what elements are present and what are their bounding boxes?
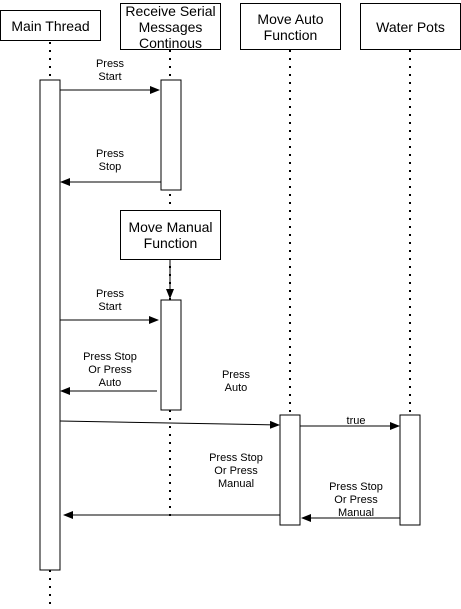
arrow-press-auto [59,420,280,429]
activation-water-pots [399,414,421,526]
participant-move-auto: Move Auto Function [240,3,341,50]
message-label-press-stop-or-manual-2: Press Stop Or Press Manual [329,481,383,519]
participant-water-pots: Water Pots [360,3,461,50]
note-move-manual-label: Move Manual Function [128,219,213,251]
message-label-press-stop-or-auto: Press Stop Or Press Auto [83,351,137,389]
message-label-press-stop-or-manual-1: Press Stop Or Press Manual [209,452,263,490]
participant-main-thread: Main Thread [0,10,101,41]
message-label-press-start-2: Press Start [95,288,125,313]
message-label-press-auto: Press Auto [221,369,251,394]
activation-receive-serial-1 [160,79,182,191]
participant-move-auto-label: Move Auto Function [257,10,324,43]
participant-receive-serial-label: Receive Serial Messages Continous [125,2,216,51]
participant-water-pots-label: Water Pots [376,18,445,35]
activation-receive-serial-2 [160,299,182,411]
activation-main-thread [39,79,61,571]
activation-move-auto [279,414,301,526]
message-label-true: true [346,415,366,427]
note-move-manual: Move Manual Function [120,210,221,260]
message-label-press-stop-1: Press Stop [95,148,125,173]
message-label-press-start-1: Press Start [95,58,125,83]
participant-main-thread-label: Main Thread [11,17,90,34]
participant-receive-serial: Receive Serial Messages Continous [120,2,221,51]
